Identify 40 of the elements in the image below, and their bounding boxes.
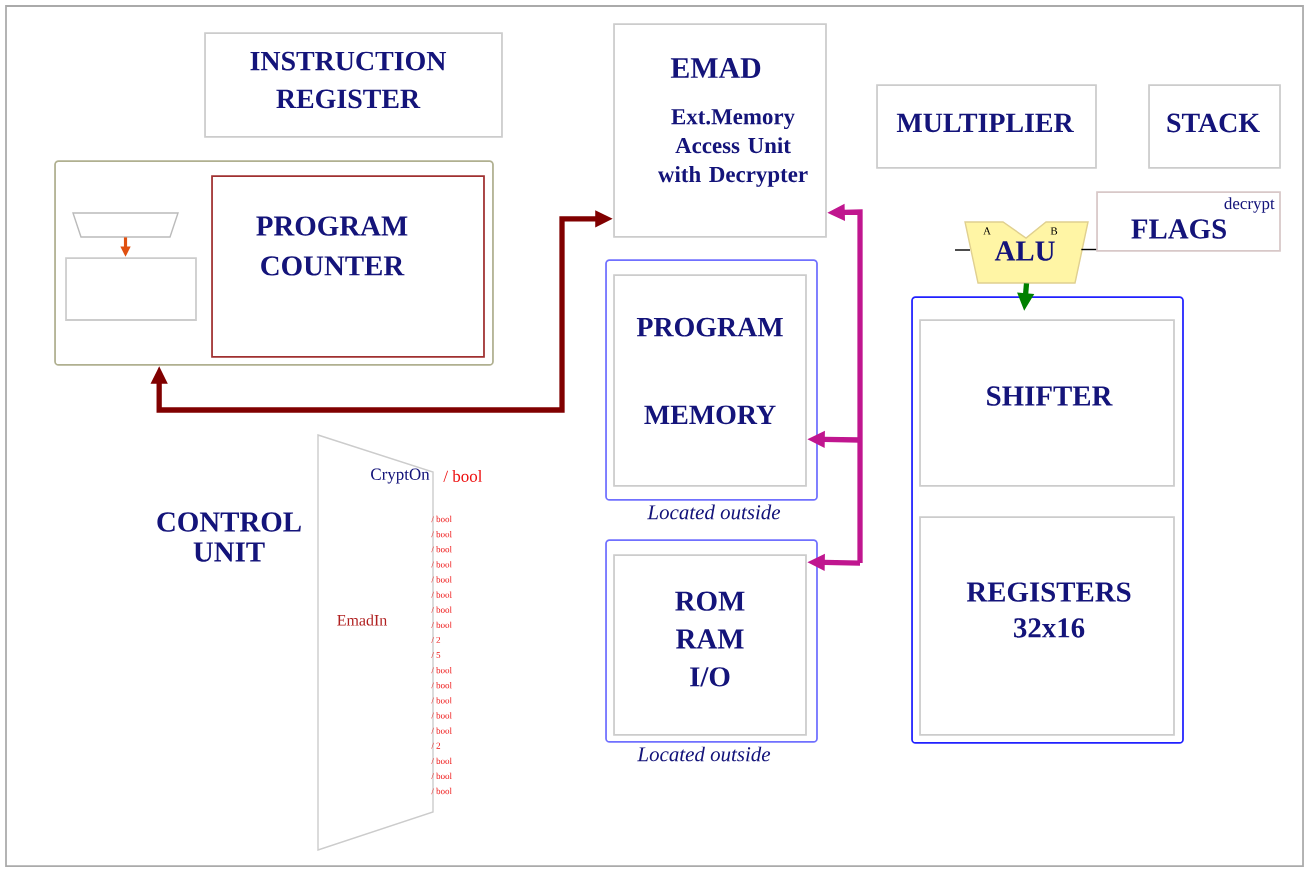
unit-box: STACK (1148, 84, 1281, 169)
unit-box: MULTIPLIER (876, 84, 1097, 169)
signal-label: / 2 (431, 636, 441, 643)
signal-label: / bool (431, 727, 452, 734)
signal-label: / bool (431, 606, 452, 613)
signal-label: / bool (431, 591, 452, 598)
caption-text: Located outside (647, 504, 781, 520)
signal-label: / bool (431, 757, 452, 764)
signal-label: / 2 (431, 742, 441, 749)
register-box: INSTRUCTION REGISTER (204, 32, 503, 138)
flags-box: decrypt FLAGS (1096, 191, 1281, 252)
signal-label: / bool (431, 772, 452, 780)
signal-label: / bool (431, 546, 452, 553)
signal-label: / bool (431, 697, 452, 704)
memory-box: PROGRAM MEMORY (613, 274, 807, 487)
caption-text: Located outside (637, 746, 771, 762)
signal-label: / bool (431, 621, 452, 628)
register-box: REGISTERS 32x16 (919, 516, 1175, 736)
unit-box: EMAD Ext.Memory Access Unit with Decrypter (613, 23, 827, 238)
signal-label: / bool (431, 530, 452, 538)
memory-box: ROM RAM I/O (613, 554, 807, 736)
signal-label: / bool (431, 561, 452, 568)
signal-label: / bool (431, 787, 452, 795)
signal-label: / bool (431, 712, 452, 719)
heading-text: CONTROL UNIT (157, 512, 301, 562)
signal-label: EmadIn (337, 614, 387, 626)
signal-label: / bool (431, 515, 452, 523)
signal-label: / bool (443, 470, 483, 482)
register-panel (911, 296, 1184, 744)
signal-label: / 5 (431, 652, 441, 658)
signal-label: / bool (431, 576, 452, 583)
trapezoid-shape (72, 212, 179, 238)
signal-label: CryptOn (371, 468, 430, 484)
panel-box (54, 160, 494, 366)
shifter-box: SHIFTER (919, 319, 1175, 487)
signal-label: / bool (431, 666, 452, 674)
counter-box: PROGRAM COUNTER (211, 175, 485, 358)
signal-label: / bool (431, 682, 452, 689)
connector-line (1080, 248, 1097, 251)
register-box (65, 257, 197, 321)
